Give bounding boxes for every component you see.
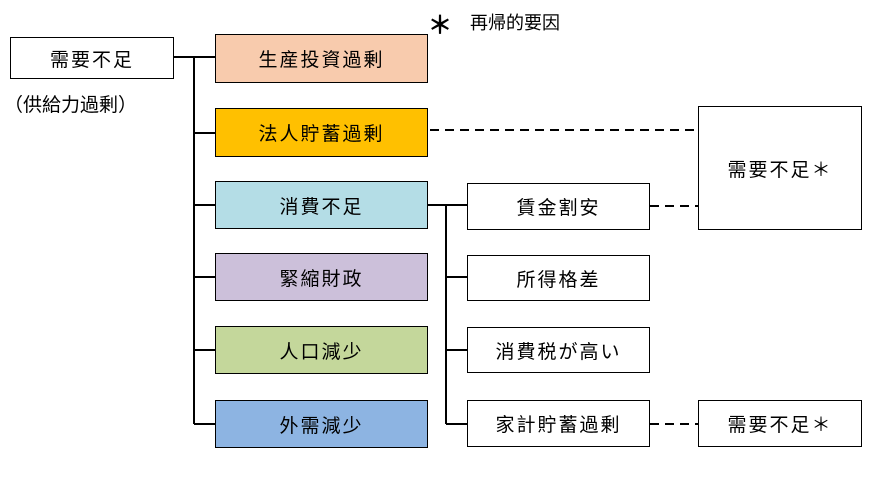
- cause-label: 外需減少: [279, 414, 364, 437]
- cause-label: 人口減少: [279, 340, 364, 363]
- root-box: 需要不足: [10, 37, 174, 79]
- cause-box-consumption: 消費不足: [215, 181, 428, 229]
- root-label: 需要不足: [49, 48, 134, 71]
- cause-box-population: 人口減少: [215, 326, 428, 374]
- cause-label: 生産投資過剰: [258, 49, 385, 71]
- sub-cause-box-income-gap: 所得格差: [467, 255, 650, 301]
- cause-box-production: 生産投資過剰: [215, 34, 428, 83]
- root-sublabel: （供給力過剰）: [4, 94, 138, 116]
- sub-cause-box-wages: 賃金割安: [467, 183, 650, 230]
- cause-box-austerity: 緊縮財政: [215, 253, 428, 301]
- sub-cause-label: 家計貯蓄過剰: [495, 414, 622, 436]
- legend-star: ＊: [428, 11, 452, 39]
- cause-label: 緊縮財政: [279, 267, 364, 290]
- feedback-label: 需要不足＊: [727, 158, 833, 181]
- sub-cause-label: 所得格差: [516, 268, 601, 291]
- feedback-box-bottom: 需要不足＊: [698, 400, 862, 447]
- sub-cause-box-household-savings: 家計貯蓄過剰: [467, 400, 650, 447]
- sub-cause-label: 賃金割安: [516, 197, 601, 219]
- feedback-label: 需要不足＊: [727, 414, 833, 436]
- legend-text: 再帰的要因: [470, 13, 560, 34]
- feedback-box-top: 需要不足＊: [698, 106, 862, 230]
- cause-label: 消費不足: [279, 195, 364, 218]
- sub-cause-label: 消費税が高い: [495, 340, 622, 363]
- cause-box-external-demand: 外需減少: [215, 400, 428, 448]
- cause-box-corporate-savings: 法人貯蓄過剰: [215, 108, 428, 157]
- cause-label: 法人貯蓄過剰: [258, 123, 385, 145]
- sub-cause-box-consumption-tax: 消費税が高い: [467, 327, 650, 373]
